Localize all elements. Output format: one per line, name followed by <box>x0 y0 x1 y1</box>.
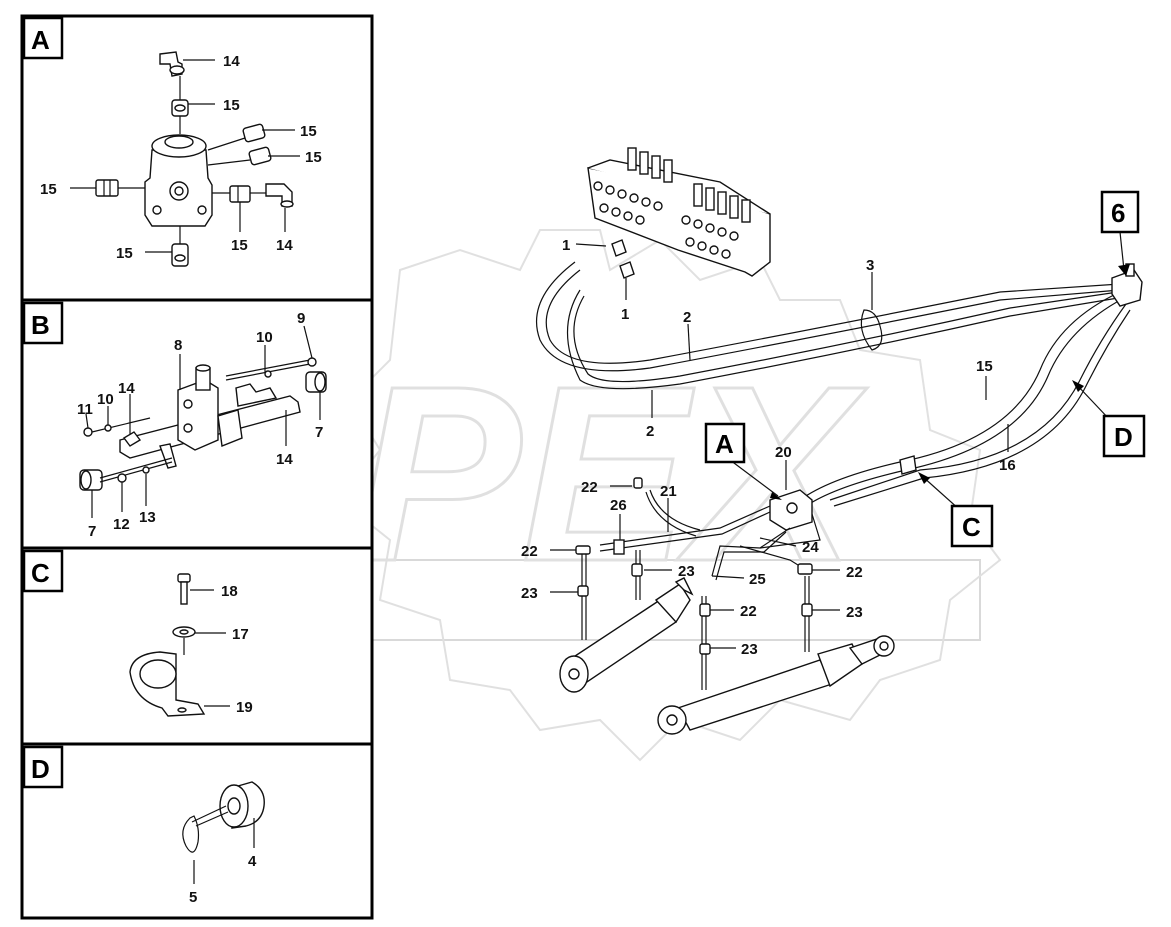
cable-tie-3 <box>860 309 883 351</box>
grommet-d4 <box>219 781 265 829</box>
panel-d-leaders <box>193 818 255 884</box>
panel-a-letter: A <box>31 25 50 55</box>
callout-b-7-right: 7 <box>315 424 323 441</box>
callout-c-17: 17 <box>232 626 249 643</box>
fitting-b7-right <box>305 371 327 393</box>
callout-a-14-top: 14 <box>223 53 240 70</box>
callout-main-23b: 23 <box>678 563 695 580</box>
callout-main-24: 24 <box>802 539 819 556</box>
callout-b-10-left: 10 <box>97 391 114 408</box>
cable-tie-d5 <box>182 805 229 853</box>
callout-c-19: 19 <box>236 699 253 716</box>
panel-b-leaders <box>85 325 321 518</box>
fitting-a14-right <box>265 183 294 208</box>
callout-main-22d: 22 <box>740 603 757 620</box>
valve-20 <box>769 489 813 531</box>
callout-main-16: 16 <box>999 457 1016 474</box>
callout-main-22a: 22 <box>581 479 598 496</box>
callout-b-14-left: 14 <box>118 380 135 397</box>
callout-b-9: 9 <box>297 310 305 327</box>
panel-a: A <box>20 14 374 302</box>
tag-d-letter: D <box>1114 422 1133 452</box>
fitting-a14-top <box>159 51 185 77</box>
washer-c17 <box>172 626 196 638</box>
valve-block <box>177 364 243 451</box>
hose-2-pair <box>536 239 1121 390</box>
callout-main-23c: 23 <box>846 604 863 621</box>
tag-c-letter: C <box>962 512 981 542</box>
callout-b-8: 8 <box>174 337 182 354</box>
callout-a-14-right: 14 <box>276 237 293 254</box>
main-assembly: 1 1 3 2 2 15 16 20 21 22 26 22 23 23 24 … <box>521 147 1146 735</box>
callout-b-10-top: 10 <box>256 329 273 346</box>
tag-a-letter: A <box>715 429 734 459</box>
fitting-a15-right3 <box>229 185 251 203</box>
callout-c-18: 18 <box>221 583 238 600</box>
callout-main-20: 20 <box>775 444 792 461</box>
panel-b: B <box>20 298 374 550</box>
bolt-c18 <box>177 573 191 605</box>
fitting-a15-top <box>171 99 189 117</box>
fitting-a15-bottom <box>171 243 189 267</box>
cylinder-lines <box>575 477 821 690</box>
callout-d-5: 5 <box>189 889 197 906</box>
bolts-b <box>83 357 317 483</box>
fitting-a15-right2 <box>248 146 272 166</box>
tag-d: D <box>1072 380 1146 458</box>
callout-b-13: 13 <box>139 509 156 526</box>
callout-b-14-right: 14 <box>276 451 293 468</box>
callout-main-22b: 22 <box>521 543 538 560</box>
callout-a-15-r1: 15 <box>300 123 317 140</box>
tag-6-label: 6 <box>1111 198 1125 228</box>
callout-a-15-top: 15 <box>223 97 240 114</box>
callout-a-15-left: 15 <box>40 181 57 198</box>
clamp-c19 <box>129 651 206 717</box>
panel-a-leaders <box>70 59 300 253</box>
callout-b-11: 11 <box>77 401 93 418</box>
callout-main-2a: 2 <box>683 309 691 326</box>
callout-main-3: 3 <box>866 257 874 274</box>
callout-main-22c: 22 <box>846 564 863 581</box>
callout-main-25: 25 <box>749 571 766 588</box>
panel-d-letter: D <box>31 754 50 784</box>
callout-main-1b: 1 <box>621 306 629 323</box>
main-leaders <box>550 243 1009 649</box>
panel-c-leaders <box>183 589 230 707</box>
callout-main-21: 21 <box>660 483 677 500</box>
callout-main-2b: 2 <box>646 423 654 440</box>
panel-c-letter: C <box>31 558 50 588</box>
callout-b-12: 12 <box>113 516 130 533</box>
callout-d-4: 4 <box>248 853 257 870</box>
valve-body <box>144 134 213 227</box>
callout-a-15-r3: 15 <box>231 237 248 254</box>
tag-c: C <box>918 472 994 548</box>
panel-b-letter: B <box>31 310 50 340</box>
control-valve-bank <box>587 147 771 277</box>
callout-b-7-left: 7 <box>88 523 96 540</box>
panel-d: D 4 5 <box>20 742 374 920</box>
cylinder-left <box>559 577 694 693</box>
callout-a-15-r2: 15 <box>305 149 322 166</box>
callout-main-1a: 1 <box>562 237 570 254</box>
tag-6: 6 <box>1100 190 1140 276</box>
callout-a-15-bottom: 15 <box>116 245 133 262</box>
hose-15-16 <box>799 291 1131 507</box>
tag-a: A <box>704 422 782 500</box>
callout-main-23a: 23 <box>521 585 538 602</box>
callout-main-15: 15 <box>976 358 993 375</box>
panel-c: C 18 17 19 <box>20 546 374 746</box>
fitting-b7-left <box>79 469 103 491</box>
callout-main-26: 26 <box>610 497 627 514</box>
cylinder-right <box>657 635 895 735</box>
fitting-a15-left <box>95 179 119 197</box>
callout-main-23d: 23 <box>741 641 758 658</box>
